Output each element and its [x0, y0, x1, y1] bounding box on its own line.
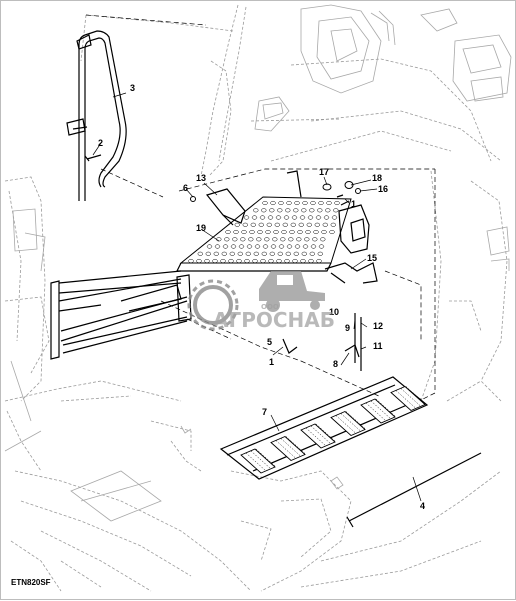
callout-5: 6	[183, 183, 188, 193]
callout-1-top: 1	[351, 199, 356, 209]
part-step-ladder	[219, 376, 429, 480]
watermark-prefix: ООО	[261, 303, 279, 311]
part-platform	[176, 170, 370, 272]
callout-3: 3	[130, 83, 135, 93]
callout-2: 2	[98, 138, 103, 148]
callout-16: 16	[378, 184, 388, 194]
leader-lines	[92, 92, 422, 502]
callout-labels: 3 2 6 13 19 17 18 16 1 15 10 9 12 11 5 1…	[98, 83, 425, 511]
watermark-logo: ООО АГРОСНАБ	[187, 271, 335, 332]
callout-11: 13	[196, 173, 206, 183]
part-pins	[282, 313, 362, 371]
machine-outline-ghost	[4, 4, 512, 592]
callout-6: 4	[420, 501, 425, 511]
part-latch-12	[324, 262, 378, 284]
ladder-rungs	[240, 385, 427, 474]
callout-13: 11	[373, 341, 383, 351]
part-rod	[346, 452, 482, 528]
figure-code: ETN820SF	[11, 578, 51, 587]
watermark-text: АГРОСНАБ	[213, 308, 335, 332]
assembly-frame-dashed	[85, 14, 436, 402]
callout-15: 12	[373, 321, 383, 331]
callout-1-bottom: 1	[269, 357, 274, 367]
callout-19: 19	[196, 223, 206, 233]
callout-18: 18	[372, 173, 382, 183]
callout-8: 9	[345, 323, 350, 333]
callout-10: 7	[262, 407, 267, 417]
callout-7: 8	[333, 359, 338, 369]
callout-4: 5	[267, 337, 272, 347]
callout-17: 17	[319, 167, 329, 177]
tractor-icon	[259, 271, 325, 312]
platform-perforation	[188, 200, 340, 264]
callout-12: 15	[367, 253, 377, 263]
gear-icon	[187, 279, 239, 331]
callout-9: 10	[329, 307, 339, 317]
part-support-frame	[50, 270, 192, 360]
part-handrail	[66, 30, 127, 201]
part-bolt-2	[84, 154, 102, 162]
